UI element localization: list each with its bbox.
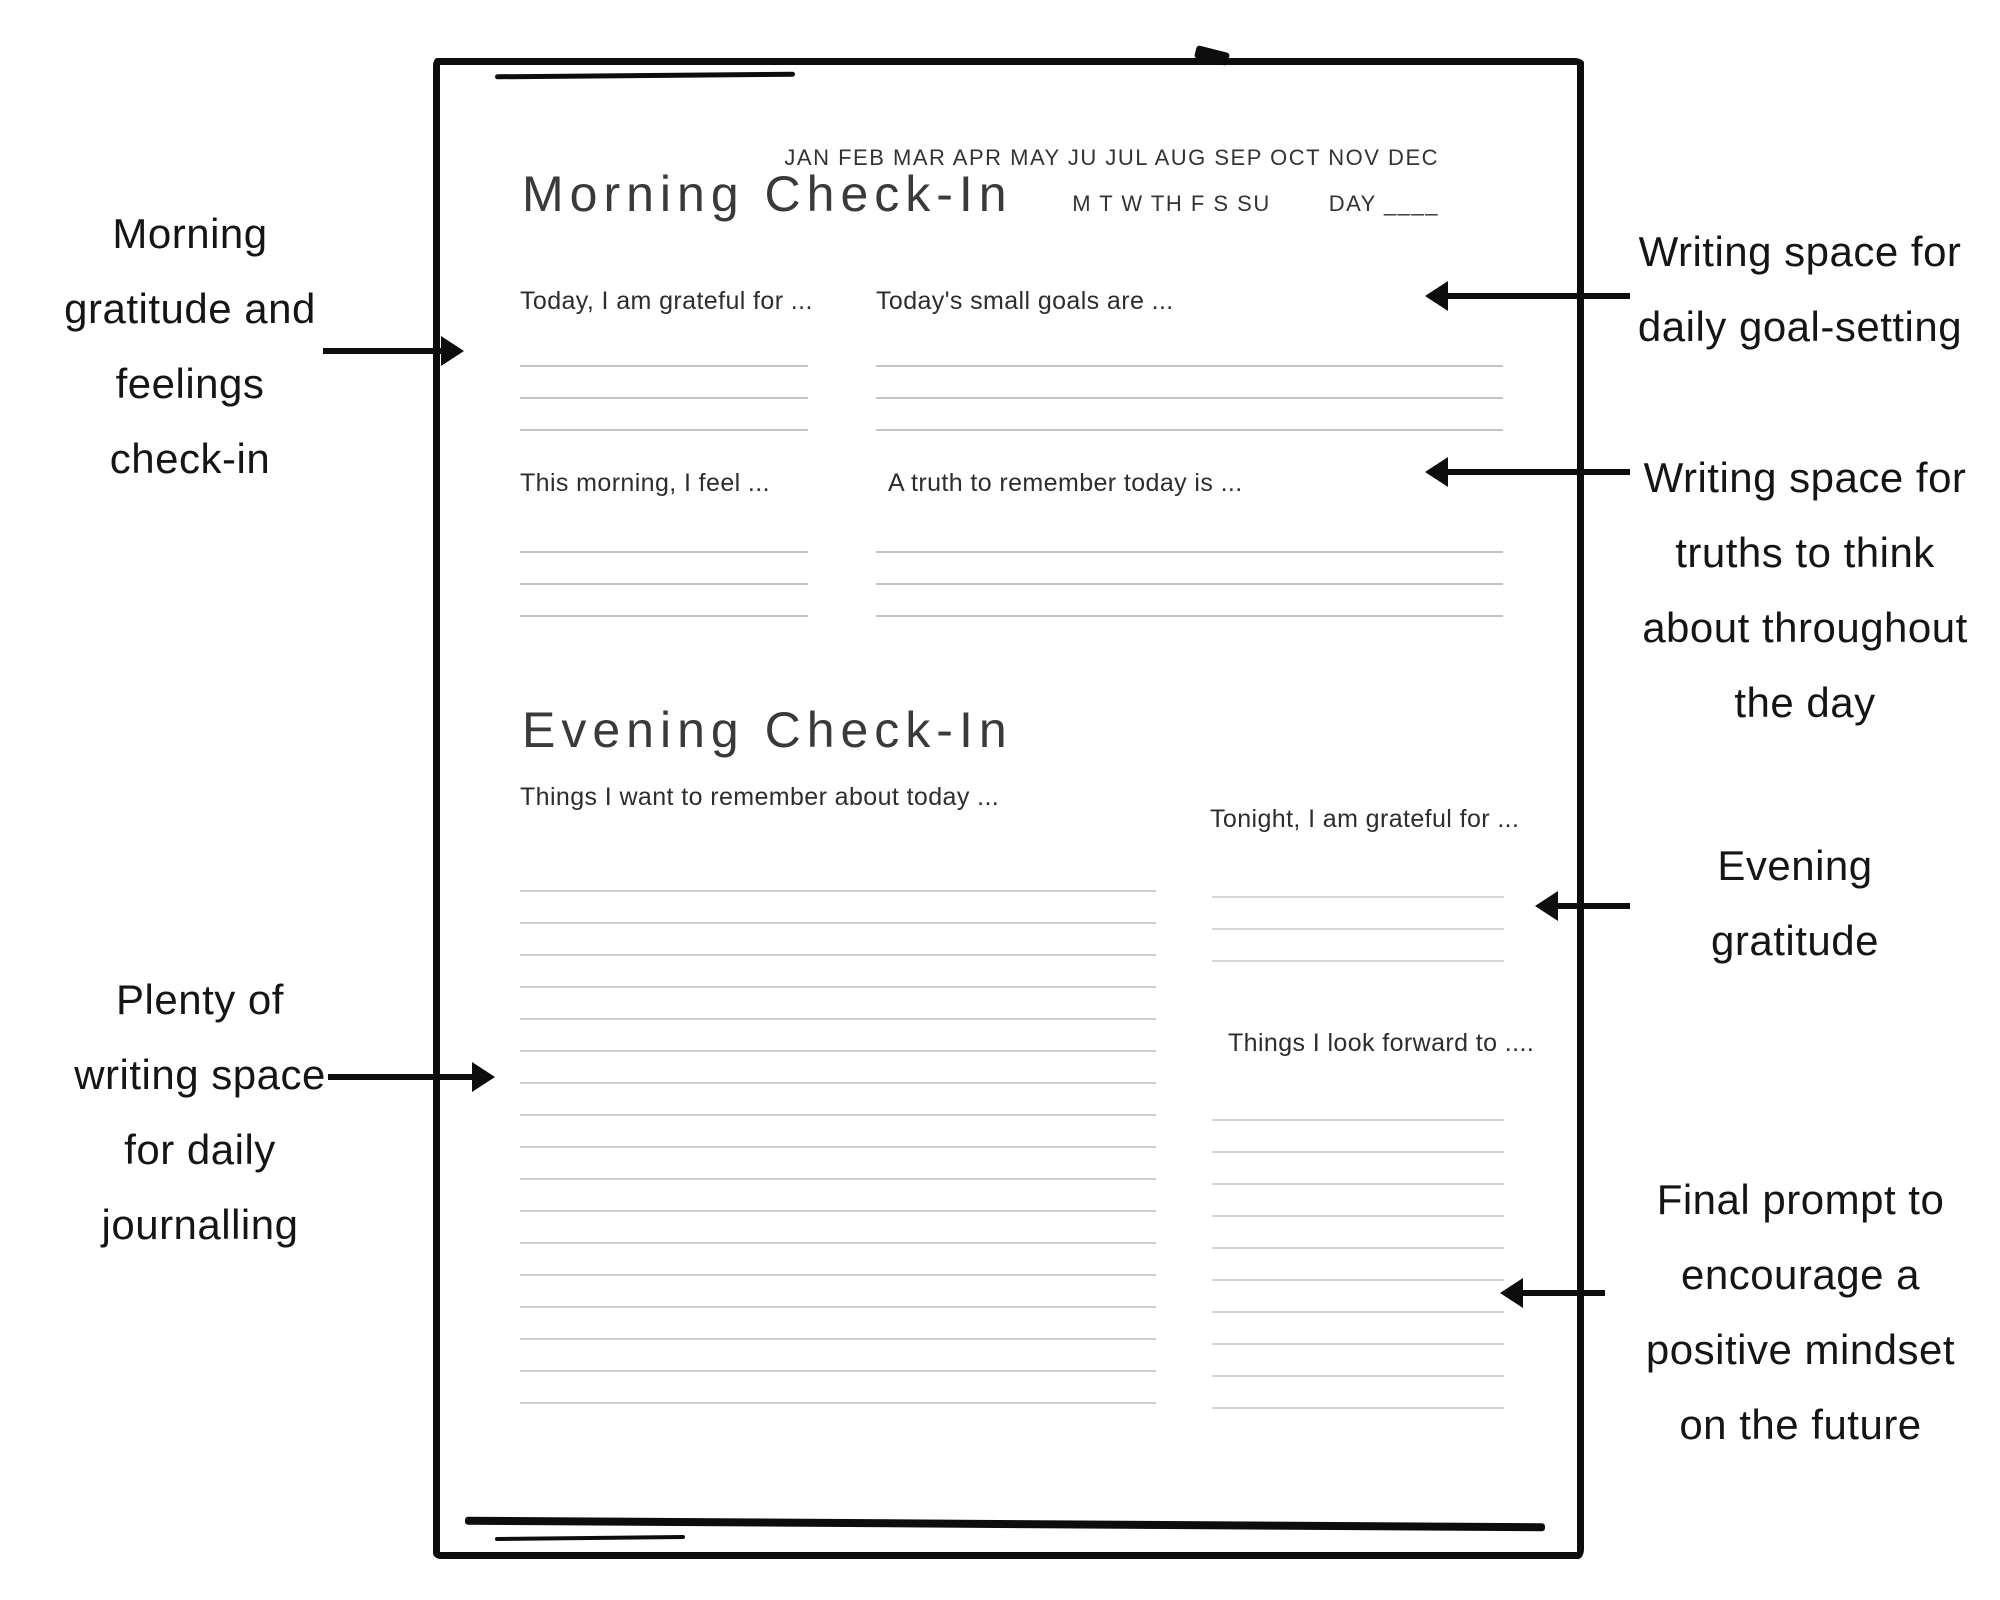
small-goals-label: Today's small goals are ...	[876, 287, 1174, 315]
writing-line	[1212, 1311, 1504, 1313]
evening-title: Evening Check-In	[522, 702, 1013, 758]
weekday-selector[interactable]: M T W TH F S SU	[1072, 191, 1271, 216]
writing-line	[1212, 1215, 1504, 1217]
writing-line	[520, 1082, 1156, 1084]
note-evening-gratitude: Evening gratitude	[1711, 842, 1879, 964]
writing-line	[520, 615, 808, 617]
truth-write-area[interactable]	[876, 551, 1503, 621]
writing-line	[520, 583, 808, 585]
note-truths: Writing space for truths to think about …	[1642, 454, 1968, 726]
writing-line	[520, 986, 1156, 988]
writing-line	[520, 890, 1156, 892]
small-goals-write-area[interactable]	[876, 365, 1503, 435]
writing-line	[876, 615, 1503, 617]
journal-page: Morning Check-In JAN FEB MAR APR MAY JU …	[433, 45, 1584, 1559]
look-forward-write-area[interactable]	[1212, 1119, 1504, 1414]
note-morning-gratitude: Morning gratitude and feelings check-in	[64, 210, 316, 482]
writing-line	[520, 1178, 1156, 1180]
remember-label: Things I want to remember about today ..…	[520, 783, 1000, 811]
writing-line	[520, 429, 808, 431]
writing-line	[520, 1242, 1156, 1244]
grateful-label: Today, I am grateful for ...	[520, 287, 813, 315]
writing-line	[520, 1018, 1156, 1020]
truth-label: A truth to remember today is ...	[888, 469, 1243, 497]
frame-stroke-bottom-left	[494, 1535, 686, 1541]
writing-line	[520, 551, 808, 553]
writing-line	[520, 397, 808, 399]
feel-write-area[interactable]	[520, 551, 808, 621]
writing-line	[1212, 1247, 1504, 1249]
writing-line	[1212, 896, 1504, 898]
grateful-write-area[interactable]	[520, 365, 808, 435]
writing-line	[876, 429, 1503, 431]
writing-line	[1212, 1279, 1504, 1281]
writing-line	[520, 1370, 1156, 1372]
writing-line	[520, 1210, 1156, 1212]
feel-label: This morning, I feel ...	[520, 469, 770, 497]
writing-line	[520, 1114, 1156, 1116]
writing-line	[1212, 1407, 1504, 1409]
writing-line	[876, 365, 1503, 367]
writing-line	[520, 1050, 1156, 1052]
writing-line	[1212, 928, 1504, 930]
writing-line	[520, 922, 1156, 924]
writing-line	[1212, 1183, 1504, 1185]
writing-line	[520, 954, 1156, 956]
note-final-prompt: Final prompt to encourage a positive min…	[1645, 1176, 1956, 1448]
writing-line	[1212, 1119, 1504, 1121]
weekday-day-row[interactable]: M T W TH F S SU DAY ____	[1072, 191, 1439, 217]
writing-line	[1212, 960, 1504, 962]
writing-line	[520, 1306, 1156, 1308]
frame-stroke-bottom	[464, 1516, 1546, 1532]
writing-line	[876, 551, 1503, 553]
writing-line	[520, 1274, 1156, 1276]
writing-line	[1212, 1151, 1504, 1153]
day-number-field[interactable]: DAY ____	[1328, 191, 1439, 216]
month-selector-row[interactable]: JAN FEB MAR APR MAY JU JUL AUG SEP OCT N…	[784, 145, 1439, 170]
note-goal-setting: Writing space for daily goal-setting	[1637, 228, 1963, 350]
tonight-grateful-write-area[interactable]	[1212, 896, 1504, 966]
morning-title: Morning Check-In	[522, 166, 1013, 222]
tonight-grateful-label: Tonight, I am grateful for ...	[1210, 805, 1520, 833]
writing-line	[520, 365, 808, 367]
writing-line	[1212, 1375, 1504, 1377]
writing-line	[520, 1146, 1156, 1148]
writing-line	[876, 583, 1503, 585]
look-forward-label: Things I look forward to ....	[1228, 1029, 1535, 1057]
writing-line	[1212, 1343, 1504, 1345]
writing-line	[876, 397, 1503, 399]
note-writing-space: Plenty of writing space for daily journa…	[74, 976, 326, 1248]
writing-line	[520, 1402, 1156, 1404]
frame-stroke-top-right	[1193, 45, 1231, 66]
writing-line	[520, 1338, 1156, 1340]
frame-stroke-top	[494, 71, 796, 80]
journalling-write-area[interactable]	[520, 890, 1156, 1410]
